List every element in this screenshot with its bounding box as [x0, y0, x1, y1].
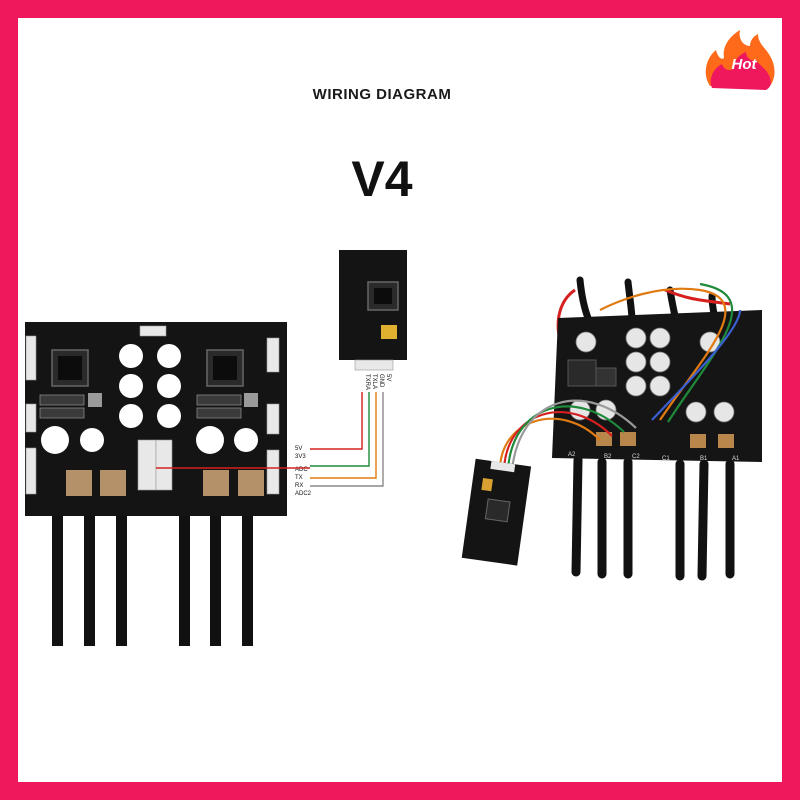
board-label-b2: B2: [604, 454, 612, 460]
left-phase-wires: [52, 510, 253, 646]
module-pin-5v: 5V: [385, 374, 391, 381]
board-label-a2: A2: [568, 452, 576, 458]
pin-label-adc: ADC: [295, 467, 308, 473]
left-controller-board: [25, 322, 287, 646]
bluetooth-module: TXRA TXLA GND 5V: [339, 250, 407, 390]
pin-label-tx: TX: [295, 475, 303, 481]
hot-badge-label: Hot: [731, 56, 757, 73]
board-label-c1: C1: [662, 456, 670, 462]
top-connector: [139, 325, 167, 337]
signal-wires: [156, 392, 384, 487]
module-pin-txra: TXRA: [364, 374, 370, 390]
diagram-title: WIRING DIAGRAM: [312, 86, 452, 103]
pin-label-3v3: 3V3: [295, 454, 306, 460]
version-label: V4: [351, 151, 413, 207]
right-controller-photo: A2 B2 C2 C1 B1 A1: [461, 276, 762, 581]
pin-label-5v: 5V: [295, 446, 302, 452]
pin-label-rx: RX: [295, 483, 303, 489]
left-pin-labels: 5V 3V3 ADC TX RX ADC2: [295, 446, 312, 497]
module-pin-gnd: GND: [378, 374, 384, 388]
board-label-c2: C2: [632, 454, 640, 460]
board-label-a1: A1: [732, 456, 740, 462]
module-pin-txla: TXLA: [371, 374, 377, 389]
pin-label-adc2: ADC2: [295, 491, 312, 497]
hot-flame-icon: [705, 30, 775, 90]
board-label-b1: B1: [700, 456, 708, 462]
